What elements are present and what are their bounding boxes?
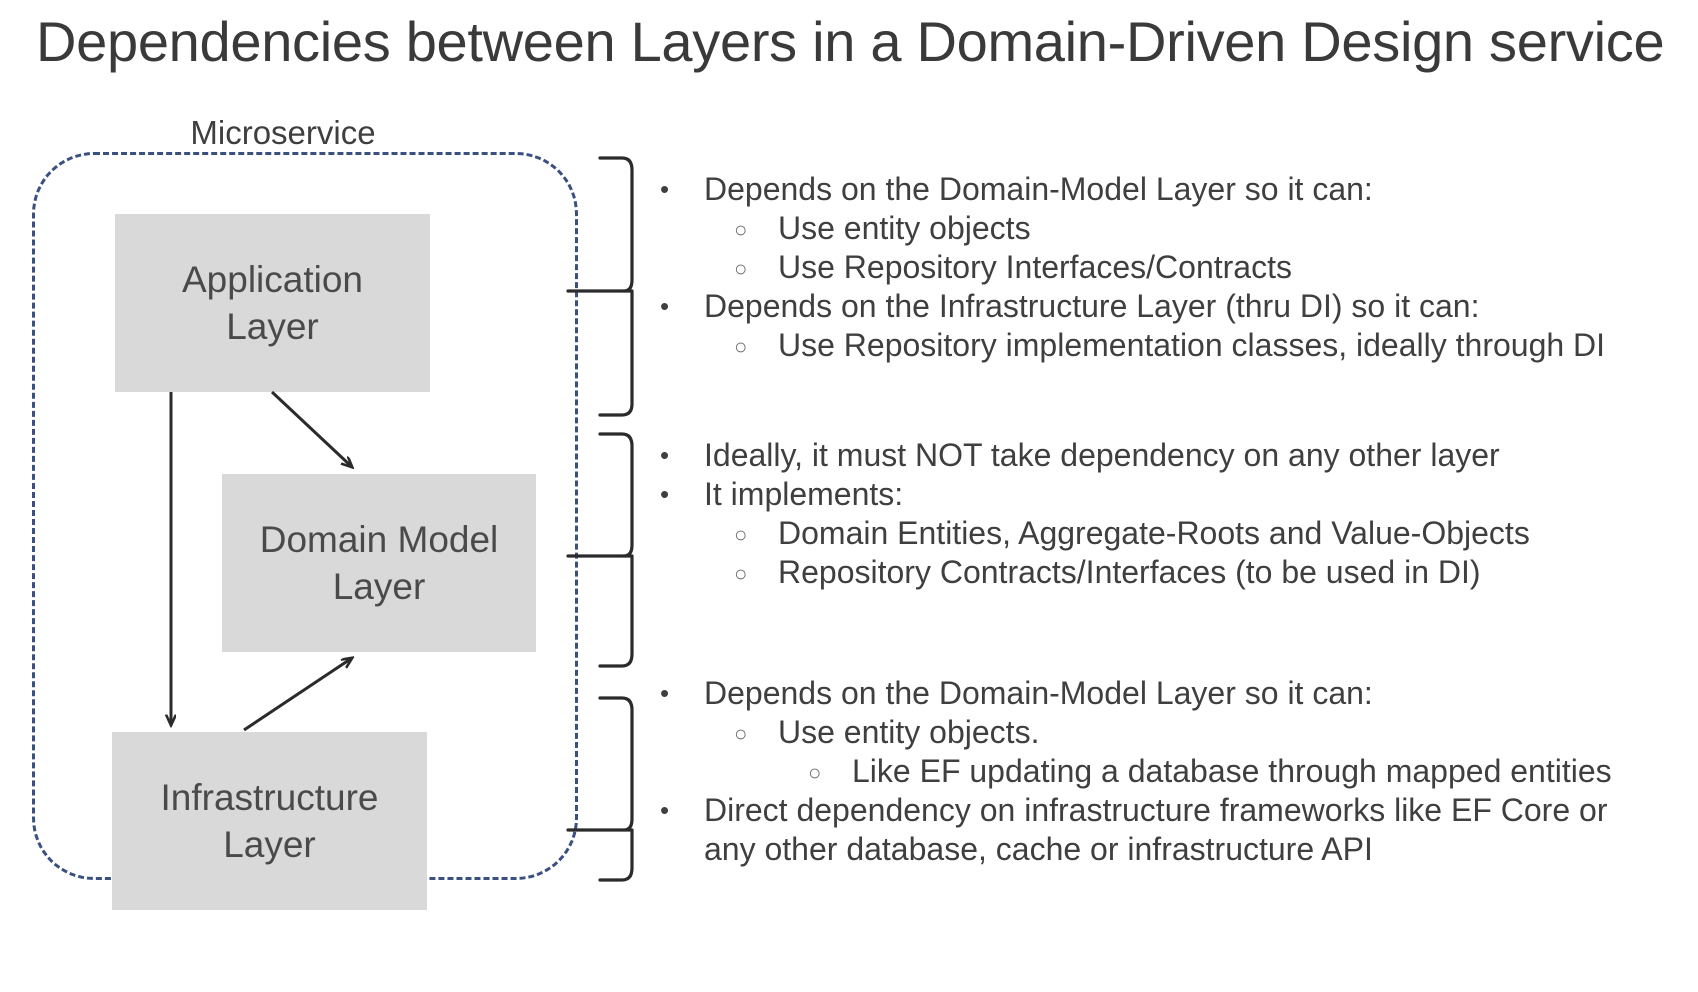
layer-box-domain-model: Domain Model Layer [222,474,536,652]
annotation-text: Use entity objects. [778,714,1040,750]
annotation-line: ○ Like EF updating a database through ma… [660,752,1680,791]
annotation-line: ○ Repository Contracts/Interfaces (to be… [660,553,1680,592]
annotation-line: • Depends on the Domain-Model Layer so i… [660,674,1680,713]
bullet-marker: ○ [734,217,748,242]
annotation-line: ○ Use Repository implementation classes,… [660,326,1680,365]
layer-box-application: Application Layer [115,214,430,392]
annotation-text: Like EF updating a database through mapp… [852,753,1612,789]
layer-box-domain-model-label: Domain Model Layer [260,516,499,610]
bullet-marker: ○ [734,334,748,359]
layer-box-application-label: Application Layer [182,256,363,350]
annotation-line: ○ Use Repository Interfaces/Contracts [660,248,1680,287]
bullet-marker: ○ [734,522,748,547]
bullet-marker: ○ [734,256,748,281]
bullet-marker: • [660,440,670,470]
annotation-line-continuation: any other database, cache or infrastruct… [660,830,1680,869]
layer-label-line1: Domain Model [259,519,499,560]
bullet-marker: • [660,678,670,708]
annotation-text: any other database, cache or infrastruct… [704,831,1373,867]
layer-label-line1: Application [181,259,363,300]
annotation-text: Direct dependency on infrastructure fram… [704,792,1608,828]
annotation-line: • Depends on the Infrastructure Layer (t… [660,287,1680,326]
bullet-marker: ○ [734,721,748,746]
bullet-marker: ○ [808,760,822,785]
annotation-text: Use Repository implementation classes, i… [778,327,1606,363]
annotation-line: • Direct dependency on infrastructure fr… [660,791,1680,830]
annotation-line: ○ Use entity objects. [660,713,1680,752]
annotation-text: Depends on the Domain-Model Layer so it … [704,171,1373,207]
annotation-block-infrastructure-layer: • Depends on the Domain-Model Layer so i… [660,674,1680,869]
annotation-line: • Ideally, it must NOT take dependency o… [660,436,1680,475]
layer-box-infrastructure-label: Infrastructure Layer [161,774,379,868]
layer-label-line2: Layer [226,306,319,347]
annotation-block-application-layer: • Depends on the Domain-Model Layer so i… [660,170,1680,365]
annotation-text: Depends on the Domain-Model Layer so it … [704,675,1373,711]
annotation-text: Use Repository Interfaces/Contracts [778,249,1292,285]
bullet-marker: • [660,479,670,509]
layer-label-line2: Layer [223,824,316,865]
annotation-line: • It implements: [660,475,1680,514]
annotation-text: Depends on the Infrastructure Layer (thr… [704,288,1480,324]
layer-box-infrastructure: Infrastructure Layer [112,732,427,910]
annotation-text: It implements: [704,476,904,512]
bullet-marker: • [660,291,670,321]
layer-label-line1: Infrastructure [160,777,379,818]
annotation-text: Repository Contracts/Interfaces (to be u… [778,554,1481,590]
bullet-marker: ○ [734,561,748,586]
annotation-text: Use entity objects [778,210,1031,246]
microservice-group-label: Microservice [190,114,376,151]
annotation-line: ○ Use entity objects [660,209,1680,248]
annotation-text: Ideally, it must NOT take dependency on … [704,437,1500,473]
annotation-line: • Depends on the Domain-Model Layer so i… [660,170,1680,209]
annotation-line: ○ Domain Entities, Aggregate-Roots and V… [660,514,1680,553]
layer-label-line2: Layer [332,566,426,607]
annotation-text: Domain Entities, Aggregate-Roots and Val… [778,515,1530,551]
bullet-marker: • [660,174,670,204]
page-title: Dependencies between Layers in a Domain-… [36,10,1665,73]
annotation-block-domain-model-layer: • Ideally, it must NOT take dependency o… [660,436,1680,592]
bullet-marker: • [660,795,670,825]
